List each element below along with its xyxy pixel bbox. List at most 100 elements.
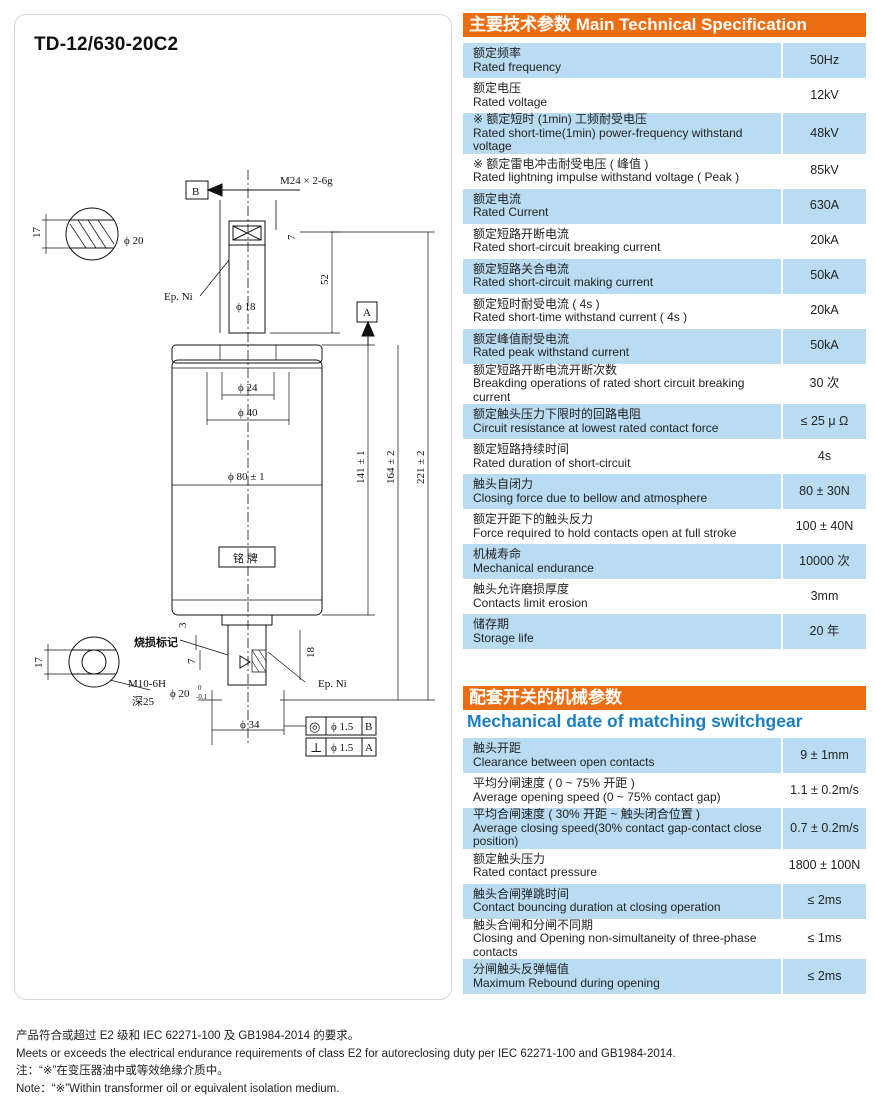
- dim-18-label: 18: [305, 647, 317, 659]
- tol1-value: ϕ 1.5: [331, 721, 354, 733]
- spec-value: 20 年: [783, 614, 866, 649]
- dim-7-label: 7: [286, 234, 298, 240]
- spec-value: ≤ 2ms: [783, 883, 866, 919]
- bottom-stem: [227, 624, 267, 686]
- spec-label-zh: 触头自闭力: [473, 477, 534, 491]
- spec-value: 80 ± 30N: [783, 474, 866, 509]
- spec-value: 9 ± 1mm: [783, 738, 866, 773]
- spec-label-cell: 平均分闸速度 ( 0 ~ 75% 开距 )Average opening spe…: [463, 773, 783, 808]
- datum-b-arrow: [206, 183, 223, 197]
- spec-value: 85kV: [783, 153, 866, 189]
- spec-value: 4s: [783, 439, 866, 474]
- spec-label-zh: 额定频率: [473, 46, 522, 60]
- tolerance-frame-2: [305, 737, 377, 757]
- top-section-circle: [65, 207, 119, 261]
- datum-a-label: A: [363, 307, 371, 319]
- spec-row: 平均合闸速度 ( 30% 开距 ~ 触头闭合位置 )Average closin…: [463, 807, 866, 849]
- dim-3-label: 3: [177, 622, 189, 628]
- tol2-value: ϕ 1.5: [331, 742, 354, 754]
- spec-label-en: Rated duration of short-circuit: [473, 455, 631, 470]
- spec-label-en: Rated short-circuit making current: [473, 275, 654, 289]
- spec-label-cell: 平均合闸速度 ( 30% 开距 ~ 触头闭合位置 )Average closin…: [463, 807, 783, 849]
- tol2-symbol: ⊥: [310, 740, 322, 755]
- dim-phi34-label: ϕ 34: [240, 719, 260, 731]
- spec-value: 20kA: [783, 293, 866, 329]
- spec-value: 1800 ± 100N: [783, 848, 866, 884]
- spec-label-en: Contact bouncing duration at closing ope…: [473, 900, 721, 914]
- drawing-panel: [14, 14, 452, 1000]
- mech-spec-subtitle: Mechanical date of matching switchgear: [467, 711, 803, 731]
- burn-mark-triangle: [239, 655, 251, 669]
- dim-52-label: 52: [319, 274, 331, 285]
- spec-label-en: Force required to hold contacts open at …: [473, 525, 737, 540]
- spec-label-zh: 平均分闸速度 ( 0 ~ 75% 开距 ): [473, 776, 635, 790]
- technical-drawing: B M24 × 2-6g ϕ 20 17 7 52 Ep. Ni ϕ 18 A …: [31, 170, 435, 757]
- spec-label-en: Average opening speed (0 ~ 75% contact g…: [473, 789, 721, 804]
- dim-phi24-label: ϕ 24: [238, 382, 258, 394]
- dim-phi80-label: ϕ 80 ± 1: [228, 471, 265, 483]
- hex-flat: [232, 225, 262, 241]
- spec-value: 50Hz: [783, 43, 866, 78]
- spec-label-zh: ※ 额定短时 (1min) 工频耐受电压: [473, 112, 648, 126]
- spec-label-zh: 触头合闸弹跳时间: [473, 886, 570, 901]
- model-title: TD-12/630-20C2: [34, 34, 179, 55]
- spec-label-en: Rated peak withstand current: [473, 345, 630, 359]
- nameplate-label: 铭 牌: [233, 551, 258, 565]
- spec-label-zh: ※ 额定雷电冲击耐受电压 ( 峰值 ): [473, 156, 649, 171]
- spec-label-en: Rated lightning impulse withstand voltag…: [473, 170, 740, 184]
- dim-141-label: 141 ± 1: [355, 450, 367, 484]
- dim-phi40-label: ϕ 40: [238, 407, 258, 419]
- datum-a-box: [356, 301, 378, 323]
- spec-label-en: Average closing speed(30% contact gap-co…: [473, 820, 762, 848]
- spec-value: 630A: [783, 188, 866, 224]
- spec-value: 20kA: [783, 223, 866, 259]
- spec-label-zh: 额定电流: [473, 191, 522, 206]
- top-stud: [228, 220, 266, 334]
- spec-label-zh: 储存期: [473, 617, 510, 631]
- tol-sub-label: -0.1: [196, 693, 208, 701]
- footnote-en: Meets or exceeds the electrical enduranc…: [16, 1047, 676, 1060]
- tol2-ref: A: [365, 742, 373, 754]
- spec-value: ≤ 1ms: [783, 918, 866, 959]
- thread-top-label: M24 × 2-6g: [280, 175, 333, 187]
- spec-label-zh: 额定电压: [473, 81, 522, 95]
- spec-label-zh: 触头开距: [473, 741, 522, 755]
- spec-label-zh: 分闸触头反弹幅值: [473, 962, 570, 976]
- spec-value: ≤ 25 μ Ω: [783, 404, 866, 439]
- spec-label-en: Rated voltage: [473, 94, 548, 109]
- tol1-ref: B: [365, 721, 372, 733]
- bottom-stud: [221, 614, 273, 626]
- body: [171, 359, 323, 616]
- spec-label-en: Mechanical endurance: [473, 560, 594, 575]
- spec-label-zh: 额定触头压力下限时的回路电阻: [473, 407, 642, 421]
- spec-value: ≤ 2ms: [783, 959, 866, 994]
- main-spec-header: 主要技术参数 Main Technical Specification: [463, 13, 866, 37]
- spec-row: ※ 额定雷电冲击耐受电压 ( 峰值 )Rated lightning impul…: [463, 153, 866, 189]
- spec-value: 1.1 ± 0.2m/s: [783, 773, 866, 808]
- dim-phi20-tol-label: ϕ 20: [170, 688, 190, 700]
- spec-label-en: Breakding operations of rated short circ…: [473, 376, 745, 404]
